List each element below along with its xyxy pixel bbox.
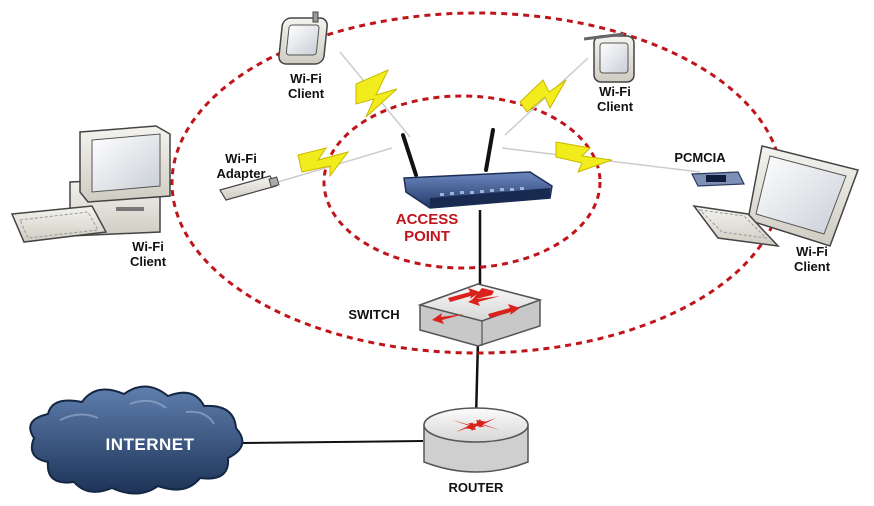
lightning-bolt-icon (355, 69, 398, 118)
label-laptop-client: Wi-Fi Client (793, 244, 831, 274)
internet-router-cable (239, 440, 424, 444)
router-icon (423, 407, 529, 473)
lightning-bolt-icon (519, 79, 567, 113)
label-left-phone: Wi-Fi Client (287, 71, 325, 101)
label-pcmcia: PCMCIA (674, 150, 726, 165)
signal-to-adapter (277, 147, 393, 183)
signal-to-right-phone (504, 57, 589, 136)
laptop-icon (692, 145, 859, 248)
phone-icon (278, 11, 328, 65)
label-access-point: ACCESS POINT (395, 211, 459, 245)
label-switch: SWITCH (348, 307, 400, 322)
pcmcia-card-icon (691, 171, 745, 187)
signal-to-pcmcia (501, 141, 701, 173)
label-router: ROUTER (448, 480, 504, 495)
inner-coverage-ring (322, 94, 602, 270)
lightning-bolt-icon (555, 141, 613, 173)
access-point-icon (401, 128, 553, 209)
label-desktop-client: Wi-Fi Client (129, 239, 167, 269)
label-internet: INTERNET (105, 435, 195, 454)
label-adapter: Wi-Fi Adapter (216, 151, 266, 181)
desktop-computer-icon (10, 125, 171, 243)
label-right-phone: Wi-Fi Client (596, 84, 634, 114)
cloud-icon (29, 385, 244, 495)
lightning-bolt-icon (297, 147, 350, 178)
usb-adapter-icon (219, 175, 280, 201)
phone-icon (583, 32, 635, 83)
signal-to-left-phone (339, 51, 411, 138)
switch-icon (417, 283, 543, 347)
